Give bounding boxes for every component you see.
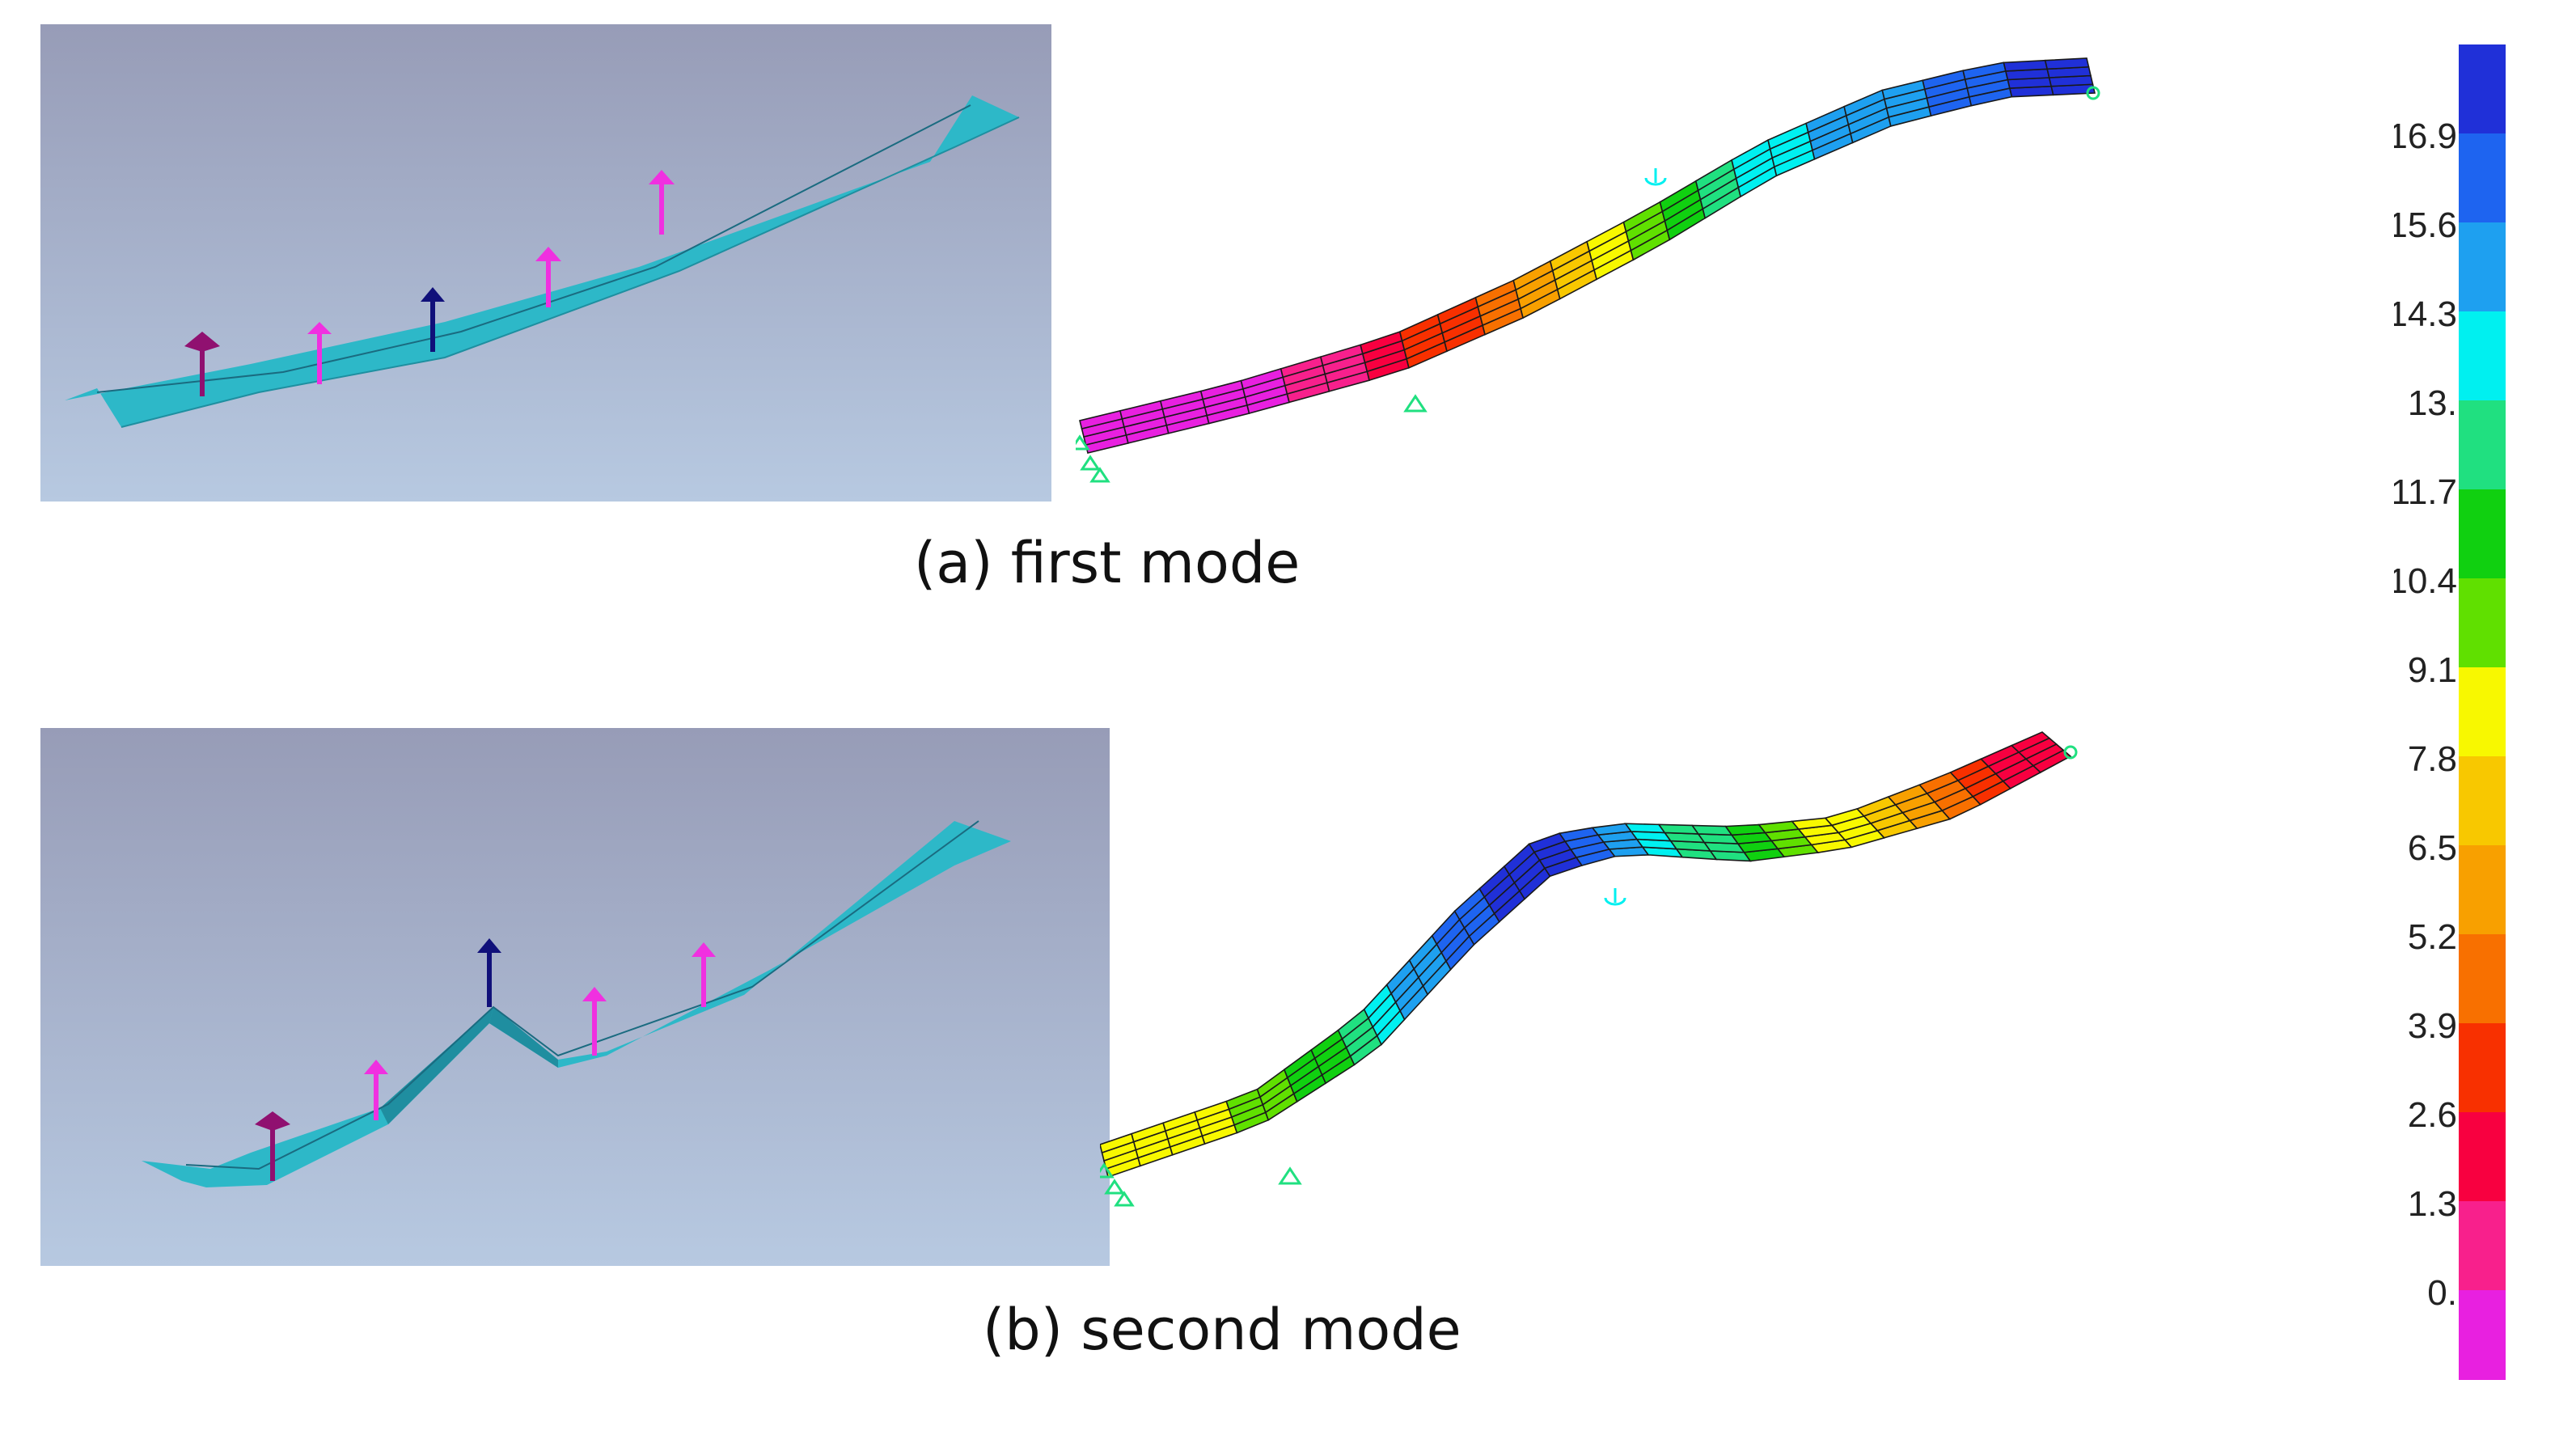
colorbar-segment [2459, 934, 2506, 1024]
fixed-support-icon [1080, 455, 1101, 471]
pier-marker-magenta [582, 987, 607, 1056]
fixed-support-icon [1104, 1179, 1125, 1195]
fixed-support-icon [1076, 434, 1090, 451]
colorbar-tick-label: 6.5 [2408, 828, 2457, 868]
colorbar-tick-label: 11.7 [2394, 472, 2457, 512]
deck-fold-shadow [489, 1007, 558, 1068]
colorbar-segment [2459, 222, 2506, 312]
colorbar-tick-label: 0. [2427, 1273, 2457, 1313]
colorbar-segment [2459, 756, 2506, 846]
colorbar-tick-label: 15.6 [2394, 205, 2457, 245]
colorbar-segment [2459, 1112, 2506, 1202]
second-mode-deformed-shape [1100, 728, 2151, 1262]
end-support-icon [2086, 86, 2100, 100]
mesh-cell [2044, 57, 2090, 70]
colorbar-tick-label: 2.6 [2408, 1095, 2457, 1135]
second-mode-contour-drawing [1100, 731, 2078, 1207]
colorbar-tick-label: 5.2 [2408, 917, 2457, 957]
colorbar-tick-label: 3.9 [2408, 1006, 2457, 1046]
deck-surface [142, 821, 1011, 1187]
second-mode-model-drawing [142, 820, 1011, 1187]
pier-marker-navy [421, 287, 445, 352]
support-icons [1076, 86, 2100, 483]
colorbar-segment [2459, 44, 2506, 134]
colorbar-segment [2459, 1201, 2506, 1291]
colorbar-tick-label: 9.1 [2408, 650, 2457, 690]
colorbar-segment [2459, 400, 2506, 490]
colorbar-tick-label: 13. [2408, 383, 2457, 423]
deck-fold-shadow [380, 1007, 493, 1124]
colorbar-drawing: 16.9 15.6 14.3 13. 11.7 10.4 9.1 7.8 6.5 5.2 3.9 2.… [2388, 44, 2506, 1380]
end-support-icon [2063, 745, 2078, 760]
deck-centerline [185, 820, 979, 1170]
colorbar-tick-label: 16.9 [2394, 116, 2457, 156]
pier-marker-magenta [307, 322, 332, 384]
colorbar-segment [2459, 1023, 2506, 1113]
roller-support-icon [1604, 888, 1626, 906]
colorbar-tick-label: 7.8 [2408, 739, 2457, 779]
colorbar-segment [2459, 1290, 2506, 1380]
pier-marker-purple [255, 1111, 290, 1181]
deck-surface [65, 95, 1019, 427]
pier-marker-magenta [692, 942, 716, 1007]
colorbar-tick-label: 14.3 [2394, 294, 2457, 334]
colorbar-segment [2459, 133, 2506, 223]
pin-support-icon [1278, 1166, 1302, 1185]
contour-mesh [1079, 57, 2096, 454]
second-mode-caption: (b) second mode [983, 1297, 1461, 1363]
first-mode-model-view [40, 24, 1051, 502]
pier-marker-magenta [364, 1060, 388, 1120]
pier-marker-navy [477, 938, 501, 1007]
pier-marker-purple [184, 332, 220, 396]
fixed-support-icon [1100, 1162, 1115, 1179]
second-mode-model-view [40, 728, 1110, 1266]
fixed-support-icon [1089, 467, 1110, 483]
colorbar-segment [2459, 489, 2506, 579]
pier-marker-magenta [649, 170, 675, 235]
deck-centerline [96, 104, 971, 393]
support-icons [1100, 745, 2078, 1207]
mesh-cell [1724, 823, 1767, 836]
colorbar-tick-label: 10.4 [2394, 561, 2457, 601]
first-mode-deformed-shape [1076, 16, 2127, 502]
colorbar-segment [2459, 311, 2506, 401]
colorbar-tick-label: 1.3 [2408, 1184, 2457, 1224]
mesh-cell [2003, 59, 2049, 72]
colorbar-segment [2459, 667, 2506, 757]
fixed-support-icon [1114, 1191, 1135, 1207]
colorbar-segment [2459, 845, 2506, 935]
roller-support-icon [1644, 168, 1667, 186]
contour-mesh [1100, 731, 2072, 1179]
mesh-cell [2010, 731, 2051, 753]
first-mode-model-drawing [65, 95, 1020, 428]
colorbar-segment [2459, 578, 2506, 668]
displacement-colorbar: 16.9 15.6 14.3 13. 11.7 10.4 9.1 7.8 6.5 5.2 3.9 2.… [2388, 40, 2556, 1416]
pier-marker-magenta [535, 247, 561, 307]
first-mode-contour-drawing [1076, 57, 2100, 483]
pier-markers [184, 170, 675, 396]
first-mode-caption: (a) first mode [914, 530, 1301, 596]
pin-support-icon [1403, 394, 1428, 413]
deck-edge [121, 116, 1020, 428]
pier-markers [255, 938, 716, 1181]
